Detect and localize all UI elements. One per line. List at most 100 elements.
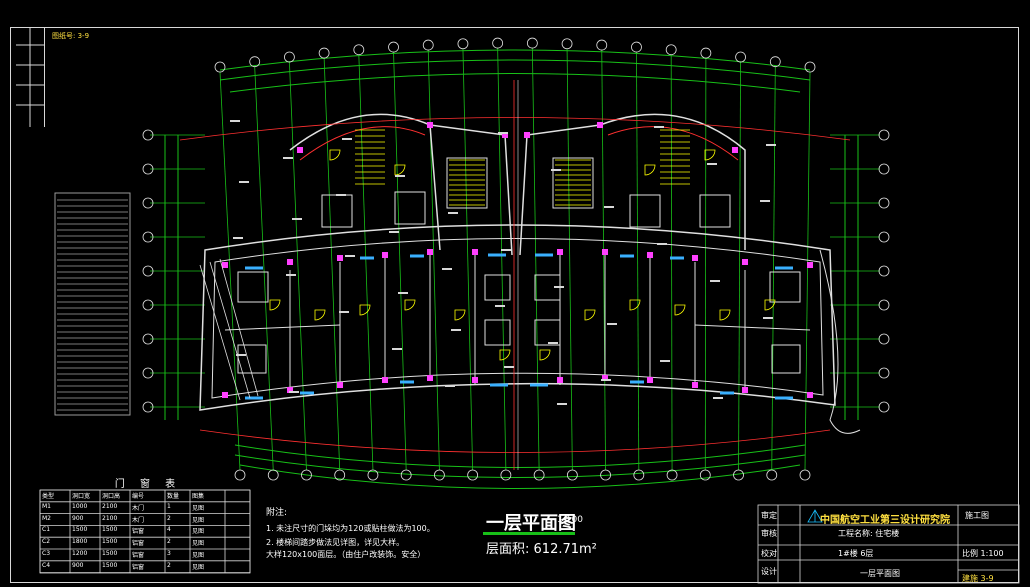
- annotation-mark: [710, 280, 720, 282]
- annotation-mark: [760, 200, 770, 202]
- annotation-mark: [766, 144, 776, 146]
- window: [630, 380, 644, 384]
- drawing-scale: 比例 1:100: [962, 549, 1004, 558]
- axis-bubble: [334, 469, 346, 481]
- annotation-mark: [442, 268, 452, 270]
- schedule-cell: C3: [42, 550, 51, 557]
- building-name: 1#楼 6层: [838, 549, 874, 558]
- schedule-cell: 铝窗: [132, 540, 145, 548]
- structural-column: [524, 132, 530, 138]
- door-swing: [644, 164, 656, 176]
- schedule-cell: 900: [72, 514, 84, 522]
- axis-bubble: [878, 197, 890, 209]
- axis-bubble: [434, 469, 445, 481]
- schedule-title: 门 窗 表: [114, 479, 182, 490]
- annotation-mark: [495, 305, 505, 307]
- annotation-mark: [451, 329, 461, 331]
- drawing-frame: [10, 27, 1019, 583]
- annotation-mark: [548, 342, 558, 344]
- annotation-mark: [339, 311, 349, 313]
- axis-bubble: [878, 231, 890, 243]
- structural-column: [557, 377, 563, 383]
- axis-bubble: [526, 37, 538, 49]
- schedule-header-cell: 编号: [132, 493, 145, 500]
- structural-column: [807, 392, 813, 398]
- annotation-mark: [763, 317, 773, 319]
- tb-row-design: 设计: [761, 567, 777, 576]
- schedule-header-cell: 数量: [167, 493, 180, 500]
- annotation-mark: [557, 403, 567, 405]
- structural-column: [602, 375, 608, 381]
- annotation-mark: [501, 249, 511, 251]
- axis-bubble: [492, 37, 504, 49]
- window: [620, 254, 634, 258]
- axis-bubble: [735, 51, 746, 63]
- schedule-cell: 1500: [72, 526, 88, 534]
- schedule-cell: 900: [72, 561, 84, 569]
- annotation-mark: [601, 379, 611, 381]
- door-swing: [539, 349, 551, 361]
- schedule-cell: C4: [42, 561, 51, 569]
- axis-line: [566, 48, 573, 471]
- floor-area-value: 612.71m²: [533, 542, 597, 557]
- schedule-cell: C1: [42, 526, 51, 534]
- axis-bubble: [142, 299, 154, 311]
- window: [490, 383, 508, 387]
- axis-line: [771, 66, 776, 471]
- axis-bubble: [388, 41, 399, 53]
- annotation-mark: [389, 231, 399, 233]
- axis-line: [427, 50, 440, 471]
- sheet-name: 一层平面图: [860, 569, 900, 578]
- schedule-header-cell: 图集: [192, 493, 205, 500]
- axis-line: [323, 58, 341, 471]
- notes-title: 附注:: [266, 508, 288, 518]
- title-block-frame: [757, 504, 1020, 584]
- structural-column: [337, 382, 343, 388]
- schedule-cell: M2: [42, 514, 51, 522]
- annotation-mark: [336, 194, 346, 196]
- window: [720, 391, 734, 395]
- door-swing: [629, 299, 641, 311]
- structural-column: [647, 252, 653, 258]
- door-swing: [704, 149, 716, 161]
- note-line-1: 1. 未注尺寸的门垛均为120或贴柱做法为100。: [266, 524, 435, 533]
- axis-bubble: [353, 44, 365, 56]
- door-swing: [584, 309, 596, 321]
- schedule-cell: 1500: [102, 526, 118, 534]
- project-name: 工程名称: 住宅楼: [838, 529, 900, 538]
- axis-line: [531, 48, 540, 471]
- door-swing: [764, 299, 776, 311]
- schedule-cell: 4: [167, 526, 171, 534]
- axis-bubble: [878, 333, 890, 345]
- axis-bubble: [249, 56, 261, 68]
- schedule-cell: 1500: [102, 550, 118, 557]
- structural-column: [742, 387, 748, 393]
- schedule-cell: M1: [42, 502, 51, 510]
- door-swing: [329, 149, 341, 161]
- axis-bubble: [878, 129, 890, 141]
- note-line-3: 大样120x100面层。（由住户改装饰。安全）: [266, 550, 426, 559]
- axis-bubble: [500, 469, 512, 481]
- window: [400, 380, 414, 384]
- structural-column: [337, 255, 343, 261]
- axis-bubble: [533, 469, 545, 481]
- structural-column: [742, 259, 748, 265]
- schedule-cell: 见图: [192, 563, 205, 571]
- window: [535, 253, 553, 257]
- axis-bubble: [878, 367, 890, 379]
- structural-column: [602, 249, 608, 255]
- schedule-header-cell: 洞口宽: [72, 493, 91, 500]
- axis-bubble: [666, 469, 678, 481]
- window: [488, 253, 506, 257]
- schedule-header-cell: 洞口高: [102, 493, 121, 500]
- axis-bubble: [142, 197, 154, 209]
- axis-bubble: [596, 39, 608, 51]
- window: [410, 254, 424, 258]
- structural-column: [427, 249, 433, 255]
- structural-column: [297, 147, 303, 153]
- structural-column: [472, 377, 478, 383]
- schedule-cell: 1000: [72, 502, 88, 510]
- structural-column: [502, 132, 508, 138]
- annotation-mark: [551, 169, 561, 171]
- schedule-cell: 见图: [192, 540, 205, 548]
